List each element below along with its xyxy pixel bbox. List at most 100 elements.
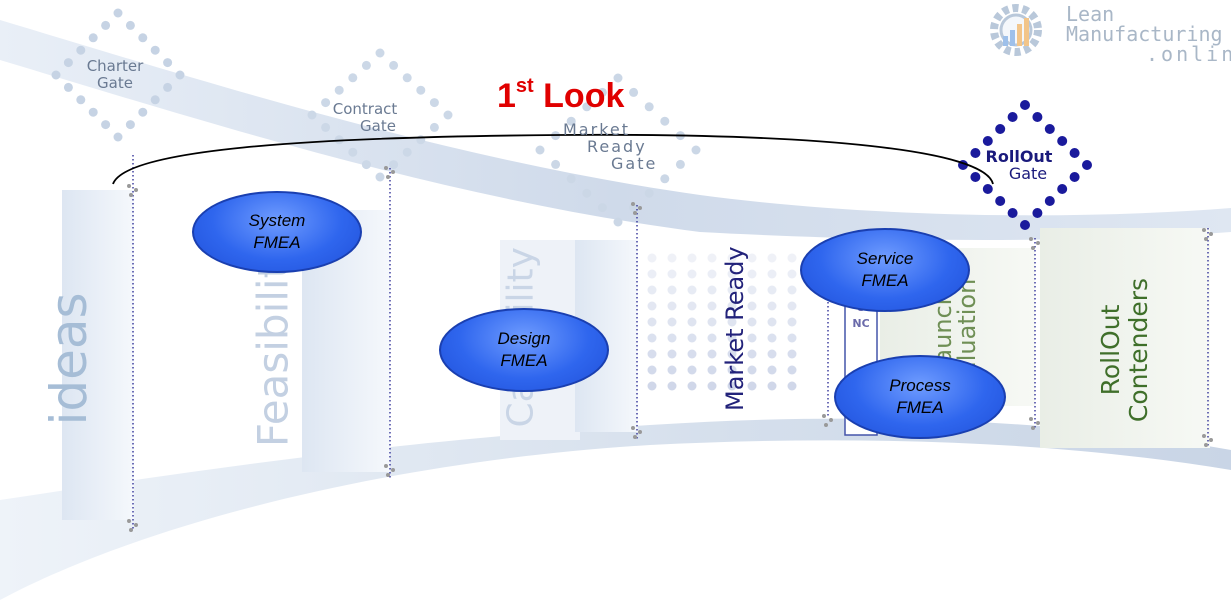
dot-pattern-cell bbox=[667, 349, 677, 359]
market-ready-gate-dot bbox=[629, 203, 639, 213]
line-end-dot bbox=[129, 528, 133, 532]
fmea-label-line: FMEA bbox=[500, 351, 548, 370]
rollout-gate-dot bbox=[982, 184, 993, 194]
charter-gate-dot bbox=[63, 82, 73, 92]
gate-label-line: Gate bbox=[360, 117, 396, 135]
funnel-top-band bbox=[0, 20, 1231, 240]
rollout-gate-dot bbox=[1020, 100, 1030, 110]
dot-pattern-cell bbox=[767, 285, 777, 295]
dot-pattern-cell bbox=[687, 317, 697, 327]
dot-pattern-cell bbox=[687, 349, 697, 359]
dot-pattern-cell bbox=[667, 269, 677, 279]
charter-gate-dot bbox=[101, 120, 111, 130]
contract-gate-dot bbox=[429, 122, 439, 132]
rollout-gate-dot bbox=[1044, 124, 1055, 134]
rollout-gate-dot bbox=[1020, 220, 1030, 230]
line-end-dot bbox=[1202, 434, 1206, 438]
contract-gate-dot bbox=[389, 160, 399, 170]
dot-pattern-cell bbox=[687, 285, 697, 295]
dot-pattern-cell bbox=[727, 317, 737, 327]
dot-pattern-cell bbox=[667, 381, 677, 391]
rollout-gate-dot bbox=[1082, 160, 1092, 170]
dot-pattern-cell bbox=[787, 269, 797, 279]
dot-pattern-cell bbox=[727, 349, 737, 359]
process-fmea-ellipse: Process FMEA bbox=[834, 355, 1006, 439]
line-end-dot bbox=[1209, 232, 1213, 236]
dot-pattern-cell bbox=[647, 333, 657, 343]
line-end-dot bbox=[127, 184, 131, 188]
charter-gate-dot bbox=[88, 33, 98, 43]
dot-pattern-cell bbox=[727, 253, 737, 263]
line-end-dot bbox=[134, 188, 138, 192]
rollout-gate-dot bbox=[1007, 112, 1018, 122]
dot-pattern-cell bbox=[747, 349, 757, 359]
charter-gate-dot bbox=[163, 58, 173, 68]
line-end-dot bbox=[391, 170, 395, 174]
contract-gate-dot bbox=[429, 98, 439, 108]
dot-pattern-cell bbox=[707, 333, 717, 343]
phase-column-rollout bbox=[1040, 228, 1210, 448]
market-ready-gate-dot bbox=[660, 174, 670, 184]
dot-pattern-cell bbox=[767, 253, 777, 263]
rollout-gate-dot bbox=[995, 124, 1006, 134]
gate-label-line: Contract bbox=[332, 100, 398, 118]
line-end-dot bbox=[829, 418, 833, 422]
phase-rollout-label: RollOut Contenders bbox=[1096, 277, 1153, 423]
dot-pattern-cell bbox=[647, 301, 657, 311]
rollout-gate-label: RollOut Gate bbox=[973, 148, 1065, 182]
dot-pattern-cell bbox=[787, 285, 797, 295]
line-end-dot bbox=[633, 435, 637, 439]
rollout-gate-dot bbox=[970, 148, 981, 158]
line-end-dot bbox=[384, 166, 388, 170]
market-ready-gate-dot bbox=[582, 102, 592, 112]
dot-pattern-cell bbox=[707, 365, 717, 375]
charter-gate-dot bbox=[163, 82, 173, 92]
contract-gate-dot bbox=[416, 85, 426, 95]
dot-pattern-cell bbox=[767, 301, 777, 311]
charter-gate-dot bbox=[150, 45, 160, 55]
phase-column-ideas bbox=[62, 190, 134, 520]
market-ready-gate-dot bbox=[551, 159, 561, 169]
dot-pattern-cell bbox=[667, 365, 677, 375]
charter-gate-dot bbox=[175, 70, 185, 80]
rollout-gate-dot bbox=[1032, 208, 1043, 218]
logo-line-manufacturing: Manufacturing bbox=[1066, 22, 1223, 46]
fmea-label-line: FMEA bbox=[896, 398, 944, 417]
charter-gate-dot bbox=[88, 107, 98, 117]
line-end-markers bbox=[127, 166, 1213, 532]
charter-gate-dot bbox=[51, 70, 61, 80]
system-fmea-ellipse: System FMEA bbox=[192, 191, 362, 273]
line-end-dot bbox=[386, 175, 390, 179]
contract-gate-dot bbox=[389, 60, 399, 70]
rollout-gate-dot bbox=[1007, 208, 1018, 218]
contract-gate-dot bbox=[375, 172, 385, 182]
line-end-dot bbox=[638, 206, 642, 210]
rollout-gate-dot bbox=[1069, 148, 1080, 158]
rollout-gate-dot bbox=[982, 136, 993, 146]
dot-pattern-cell bbox=[647, 365, 657, 375]
market-ready-gate-dot bbox=[613, 217, 623, 227]
fmea-label-line: FMEA bbox=[861, 271, 909, 290]
dot-pattern-cell bbox=[707, 269, 717, 279]
contract-gate-dot bbox=[375, 48, 385, 58]
dot-pattern-cell bbox=[747, 317, 757, 327]
dot-pattern-cell bbox=[767, 333, 777, 343]
line-end-dot bbox=[633, 211, 637, 215]
line-end-dot bbox=[1029, 237, 1033, 241]
contract-gate-label: Contract Gate bbox=[320, 101, 410, 135]
rollout-gate-dot bbox=[1032, 112, 1043, 122]
rollout-gate-dot bbox=[995, 196, 1006, 206]
rollout-gate-dot bbox=[1044, 196, 1055, 206]
contract-gate-dot bbox=[307, 110, 317, 120]
fmea-label-line: Process bbox=[889, 376, 951, 395]
charter-gate-dot bbox=[113, 8, 123, 18]
charter-gate-dot bbox=[150, 95, 160, 105]
dot-pattern-cell bbox=[787, 317, 797, 327]
dot-pattern-cell bbox=[687, 253, 697, 263]
dot-pattern-cell bbox=[747, 333, 757, 343]
dot-pattern-cell bbox=[687, 333, 697, 343]
fmea-label-line: System bbox=[248, 211, 306, 230]
market-ready-gate-dot bbox=[613, 73, 623, 83]
charter-gate-label: Charter Gate bbox=[75, 58, 155, 92]
